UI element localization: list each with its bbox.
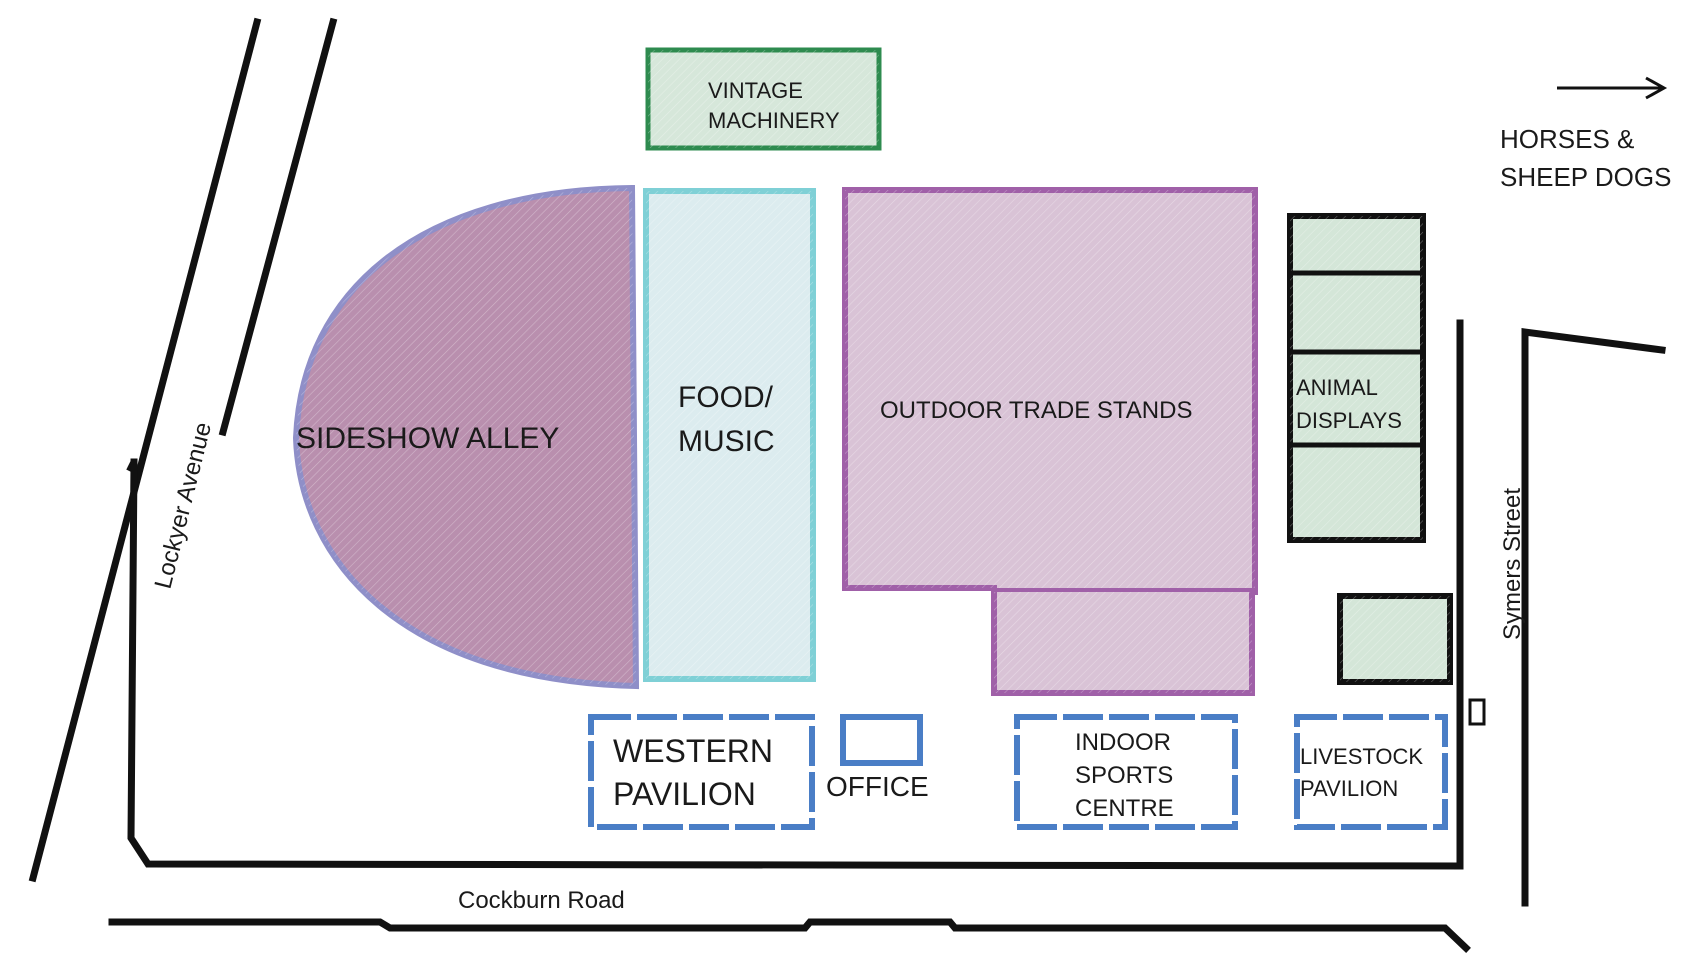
sideshow-alley-area[interactable]: SIDESHOW ALLEY bbox=[292, 184, 640, 690]
food-music-label-line1: FOOD/ bbox=[678, 381, 774, 414]
outdoor-trade-stands-label: OUTDOOR TRADE STANDS bbox=[880, 397, 1192, 424]
arrow-right-icon bbox=[1557, 76, 1668, 100]
livestock-pavilion-label-line2: PAVILION bbox=[1300, 776, 1398, 801]
office-building[interactable]: OFFICE bbox=[826, 714, 929, 802]
road-lines bbox=[28, 17, 1666, 953]
symers-street-label: Symers Street bbox=[1499, 488, 1526, 640]
outdoor-trade-stands-hatch bbox=[845, 190, 1255, 693]
office-label: OFFICE bbox=[826, 771, 929, 802]
food-music-hatch bbox=[646, 191, 813, 679]
gate-marker bbox=[1468, 698, 1486, 726]
animal-displays-area[interactable]: ANIMAL DISPLAYS bbox=[1287, 213, 1426, 543]
vintage-machinery-hatch bbox=[648, 50, 879, 148]
vintage-machinery-label-line1: VINTAGE bbox=[708, 78, 803, 103]
cockburn-road-lower-line bbox=[108, 918, 1471, 953]
indoor-sports-centre-outline bbox=[1014, 714, 1238, 830]
sideshow-alley-hatch bbox=[296, 188, 636, 686]
vintage-machinery-label-line2: MACHINERY bbox=[708, 108, 840, 133]
small-display-hatch bbox=[1340, 596, 1450, 682]
office-outline bbox=[840, 714, 923, 766]
western-pavilion-outline bbox=[588, 714, 815, 830]
indoor-sports-centre-label-line2: SPORTS bbox=[1075, 762, 1173, 789]
indoor-sports-centre-label-line3: CENTRE bbox=[1075, 795, 1174, 822]
indoor-sports-centre-building[interactable]: INDOOR SPORTS CENTRE bbox=[1014, 714, 1238, 830]
horses-sheep-dogs-label-line1: HORSES & bbox=[1500, 124, 1634, 154]
food-music-label-line2: MUSIC bbox=[678, 425, 775, 458]
outdoor-trade-stands-area[interactable]: OUTDOOR TRADE STANDS bbox=[842, 187, 1258, 696]
livestock-pavilion-building[interactable]: LIVESTOCK PAVILION bbox=[1294, 714, 1448, 830]
lockyer-avenue-right-line-top bbox=[218, 17, 338, 437]
symers-street-right-line bbox=[1521, 328, 1666, 907]
animal-displays-hatch bbox=[1290, 216, 1423, 540]
indoor-sports-centre-label-line1: INDOOR bbox=[1075, 729, 1171, 756]
sideshow-alley-label: SIDESHOW ALLEY bbox=[296, 422, 559, 455]
animal-displays-label-line2: DISPLAYS bbox=[1296, 408, 1402, 433]
horses-sheep-dogs-label-line2: SHEEP DOGS bbox=[1500, 162, 1671, 192]
lockyer-avenue-left-line bbox=[28, 17, 262, 883]
lockyer-avenue-label: Lockyer Avenue bbox=[150, 420, 217, 592]
livestock-pavilion-label-line1: LIVESTOCK bbox=[1300, 744, 1423, 769]
livestock-pavilion-outline bbox=[1294, 714, 1448, 830]
western-pavilion-label-line2: PAVILION bbox=[613, 776, 756, 812]
small-display-area[interactable] bbox=[1337, 593, 1453, 685]
western-pavilion-building[interactable]: WESTERN PAVILION bbox=[588, 714, 815, 830]
food-music-area[interactable]: FOOD/ MUSIC bbox=[643, 188, 816, 682]
vintage-machinery-area[interactable]: VINTAGE MACHINERY bbox=[645, 47, 882, 151]
cockburn-road-label: Cockburn Road bbox=[458, 887, 625, 914]
horses-sheep-dogs-direction[interactable]: HORSES & SHEEP DOGS bbox=[1500, 76, 1671, 192]
show-boundary-line bbox=[127, 319, 1464, 870]
western-pavilion-label-line1: WESTERN bbox=[613, 733, 773, 769]
animal-displays-label-line1: ANIMAL bbox=[1296, 375, 1378, 400]
